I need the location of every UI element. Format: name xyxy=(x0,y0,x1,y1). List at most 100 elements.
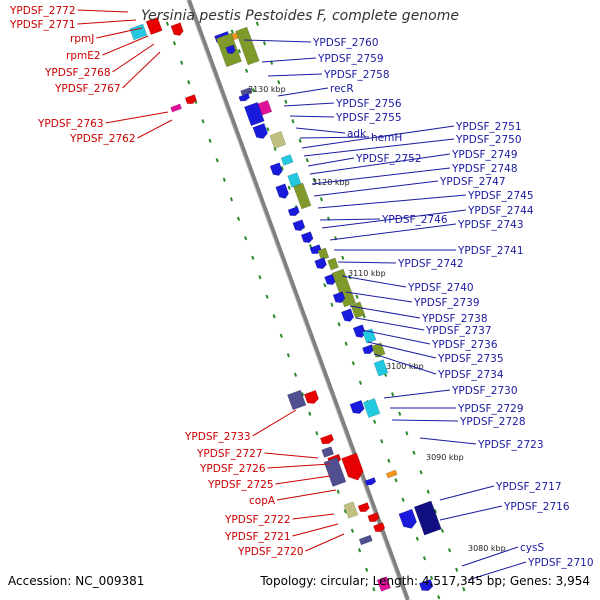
gene-shape xyxy=(287,389,307,411)
gene-feature xyxy=(225,44,236,55)
gene-shape xyxy=(287,206,300,217)
label-connector xyxy=(137,119,173,139)
gene-shape xyxy=(170,103,182,113)
label-connector xyxy=(295,127,346,134)
label-connector xyxy=(313,180,439,197)
tick-mark xyxy=(229,197,234,202)
tick-mark xyxy=(287,185,291,190)
gene-label-right: YPDSF_2747 xyxy=(439,176,506,188)
gene-label-left: rpmE2 xyxy=(66,50,101,62)
gene-feature xyxy=(362,344,375,355)
gene-shape xyxy=(364,477,377,486)
gene-label-right: YPDSF_2735 xyxy=(437,353,504,365)
tick-mark xyxy=(433,509,437,514)
label-connector xyxy=(349,305,421,319)
gene-feature xyxy=(275,183,289,199)
tick-mark xyxy=(244,236,248,241)
label-connector xyxy=(439,505,503,521)
label-connector xyxy=(321,209,467,229)
tick-mark xyxy=(277,80,281,85)
gene-feature xyxy=(129,23,148,41)
gene-shape xyxy=(269,131,287,149)
label-connector xyxy=(283,102,335,107)
tick-mark xyxy=(222,177,226,182)
gene-feature xyxy=(341,452,364,481)
gene-feature xyxy=(238,93,250,102)
label-connector xyxy=(261,57,317,63)
gene-label-right: adk xyxy=(347,128,367,140)
gene-label-right: YPDSF_2717 xyxy=(495,481,562,493)
label-connector xyxy=(383,389,451,399)
tick-mark xyxy=(266,127,270,132)
tick-mark xyxy=(462,587,466,592)
tick-mark xyxy=(301,392,305,397)
gene-shape xyxy=(252,123,269,139)
label-connector xyxy=(277,87,329,97)
gene-shape xyxy=(145,17,163,35)
label-connector xyxy=(391,419,459,422)
gene-label-right: YPDSF_2755 xyxy=(335,112,402,124)
tick-mark xyxy=(237,49,242,54)
tick-mark xyxy=(355,294,359,299)
gene-feature xyxy=(376,576,391,592)
gene-feature xyxy=(287,389,307,411)
tick-mark xyxy=(373,419,377,424)
tick-mark xyxy=(293,372,298,377)
gene-feature xyxy=(367,512,380,523)
scale-label: 3090 kbp xyxy=(426,453,464,462)
tick-mark xyxy=(230,29,234,34)
tick-mark xyxy=(255,21,259,26)
tick-mark xyxy=(298,138,302,143)
gene-feature xyxy=(418,578,434,591)
gene-label-right: YPDSF_2752 xyxy=(355,153,422,165)
gene-feature xyxy=(235,26,260,66)
tick-mark xyxy=(440,528,445,533)
gene-feature xyxy=(317,247,330,261)
tick-mark xyxy=(284,99,288,104)
scale-label: 3110 kbp xyxy=(348,269,386,278)
gene-shape xyxy=(413,500,442,536)
genome-summary-text: Topology: circular; Length: 4,517,345 bp… xyxy=(260,574,590,588)
tick-mark xyxy=(351,361,355,366)
label-connector xyxy=(77,9,129,13)
label-connector xyxy=(264,452,319,459)
gene-feature xyxy=(398,508,417,529)
gene-feature xyxy=(145,17,163,35)
gene-feature xyxy=(321,446,335,458)
gene-shape xyxy=(373,359,389,377)
gene-label-left: YPDSF_2772 xyxy=(9,5,76,17)
gene-label-left: YPDSF_2767 xyxy=(54,83,121,95)
gene-shape xyxy=(319,433,334,445)
tick-mark xyxy=(405,431,409,436)
label-connector xyxy=(345,291,413,303)
gene-shape xyxy=(292,219,306,231)
accession-text: Accession: NC_009381 xyxy=(8,574,145,588)
tick-mark xyxy=(309,244,313,249)
gene-label-right: YPDSF_2749 xyxy=(451,149,518,161)
scale-label: 3080 kbp xyxy=(468,544,506,553)
label-connector xyxy=(96,27,143,39)
gene-feature xyxy=(170,103,182,113)
gene-shape xyxy=(341,452,364,481)
gene-feature xyxy=(252,123,269,139)
label-connector xyxy=(341,275,407,288)
label-connector xyxy=(276,489,337,501)
label-connector xyxy=(301,125,455,149)
gene-label-left: YPDSF_2725 xyxy=(207,479,274,491)
gene-label-right: YPDSF_2737 xyxy=(425,325,492,337)
gene-shape xyxy=(235,26,260,66)
tick-mark xyxy=(291,119,295,124)
label-connector xyxy=(319,218,381,221)
gene-label-left: YPDSF_2726 xyxy=(199,463,266,475)
label-connector xyxy=(243,39,312,43)
label-connector xyxy=(102,35,149,56)
gene-label-right: YPDSF_2740 xyxy=(407,282,474,294)
tick-mark xyxy=(391,392,395,397)
label-connector xyxy=(361,329,431,345)
label-connector xyxy=(355,317,425,331)
tick-mark xyxy=(272,314,276,319)
gene-feature xyxy=(314,257,327,269)
gene-feature xyxy=(343,501,359,519)
tick-mark xyxy=(262,41,267,46)
label-connector xyxy=(439,485,495,501)
